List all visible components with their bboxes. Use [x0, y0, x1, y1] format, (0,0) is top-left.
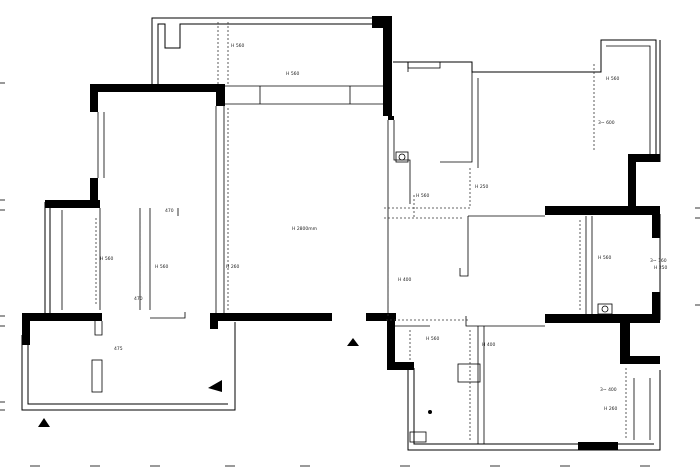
label-ceil-right-room: 3~ 600: [598, 120, 615, 126]
entry-arrow-mid-icon: [347, 338, 359, 346]
label-ceil-right-mid-1: 3~ 160: [650, 258, 667, 264]
label-ceil-hall-3: H 400: [398, 277, 412, 283]
label-ceil-bottom-right-2: H 260: [604, 406, 618, 412]
label-ceil-right-mid-2: H 250: [654, 265, 668, 271]
ceiling-dashed-lines: [95, 22, 627, 440]
label-ceil-bottom-2: H 400: [482, 342, 496, 348]
label-ceil-hall-2: H 250: [475, 184, 489, 190]
label-ceil-top-left: H 560: [231, 43, 245, 49]
label-ceil-bottom-1: H 560: [426, 336, 440, 342]
label-ceil-left-3: H 260: [226, 264, 240, 270]
interior-partitions: [61, 45, 651, 444]
label-ceil-mid-room: H 560: [598, 255, 612, 261]
entry-arrow-left-icon: [38, 418, 50, 427]
label-small-2: 470: [134, 296, 143, 302]
label-small-1: 470: [165, 208, 174, 214]
label-ceil-top-mid: H 560: [286, 71, 300, 77]
ceiling-labels: H 560 H 560 H 560 3~ 600 H 2800mm H 560 …: [100, 43, 668, 412]
label-ceil-top-right: H 560: [606, 76, 620, 82]
thick-walls: [22, 16, 660, 450]
label-ceil-left-2: H 560: [155, 264, 169, 270]
label-ceil-living-center: H 2800mm: [292, 226, 317, 232]
edge-ticks: [0, 82, 700, 411]
label-ceil-left-1: H 560: [100, 256, 114, 262]
label-ceil-hall-1: H 560: [416, 193, 430, 199]
label-small-3: 475: [114, 346, 123, 352]
entry-markers: [38, 338, 359, 427]
label-ceil-bottom-right-1: 3~ 400: [600, 387, 617, 393]
outline-walls: [21, 17, 661, 451]
